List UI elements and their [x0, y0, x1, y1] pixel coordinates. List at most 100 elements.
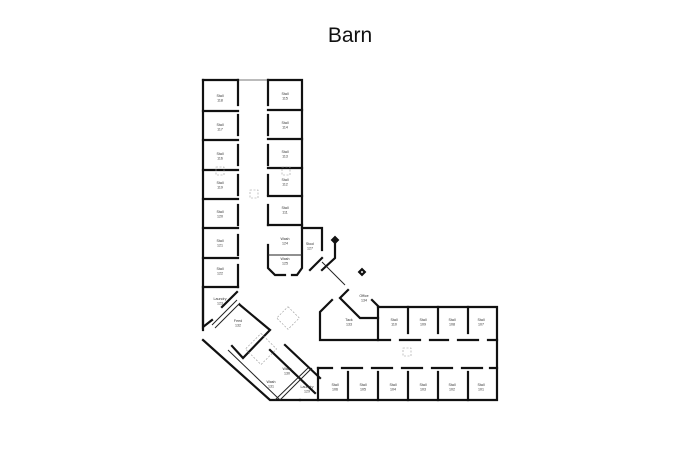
room-number: 113: [282, 155, 288, 159]
room-number: 106: [332, 388, 338, 392]
room-name: Stall: [217, 181, 224, 185]
room-name: Stall: [360, 383, 367, 387]
room-name: Stall: [217, 152, 224, 156]
room-number: 105: [360, 388, 366, 392]
room-number: 131: [268, 385, 274, 389]
room-name: Wash: [280, 257, 289, 261]
room-number: 123: [217, 302, 223, 306]
room-name: Stall: [390, 383, 397, 387]
room-name: Stall: [217, 210, 224, 214]
room-name: Wash: [266, 380, 275, 384]
room-number: 127: [307, 247, 313, 251]
room-number: 112: [282, 183, 288, 187]
room-name: Stall: [391, 318, 398, 322]
room-name: Laundry: [301, 385, 314, 389]
room-name: Stool: [306, 242, 314, 246]
room-number: 133: [346, 323, 352, 327]
room-name: Stall: [282, 92, 289, 96]
walls: [201, 78, 499, 402]
room-name: Stall: [449, 383, 456, 387]
room-number: 119: [217, 186, 223, 190]
room-number: 130: [284, 372, 290, 376]
room-name: Stall: [217, 267, 224, 271]
room-name: Stall: [449, 318, 456, 322]
room-name: Stall: [478, 318, 485, 322]
room-number: 120: [217, 215, 223, 219]
room-name: Stall: [217, 239, 224, 243]
room-number: 125: [282, 262, 288, 266]
room-name: Stall: [420, 318, 427, 322]
room-number: 132: [235, 324, 241, 328]
room-name: Stall: [217, 123, 224, 127]
room-number: 117: [217, 128, 223, 132]
room-name: Stall: [478, 383, 485, 387]
room-number: 102: [449, 388, 455, 392]
room-number: 118: [217, 99, 223, 103]
room-name: Stall: [282, 178, 289, 182]
room-number: 124: [282, 242, 288, 246]
room-number: 107: [478, 323, 484, 327]
room-number: 111: [282, 211, 287, 215]
room-number: 104: [390, 388, 396, 392]
room-number: 108: [449, 323, 455, 327]
room-number: 116: [217, 157, 223, 161]
room-number: 101: [478, 388, 484, 392]
room-number: 110: [391, 323, 397, 327]
room-number: 129: [304, 390, 310, 394]
room-number: 134: [361, 299, 367, 303]
plan-title: Barn: [327, 24, 373, 47]
room-name: Wash: [280, 237, 289, 241]
room-name: Office: [359, 294, 368, 298]
room-number: 109: [420, 323, 426, 327]
room-name: Stall: [217, 94, 224, 98]
room-number: 115: [282, 97, 288, 101]
room-name: Stall: [282, 206, 289, 210]
room-number: 114: [282, 126, 288, 130]
room-name: Feed: [234, 319, 242, 323]
fixtures: [215, 166, 412, 365]
room-name: Stall: [282, 121, 289, 125]
room-name: Laundry: [214, 297, 227, 301]
room-name: Stall: [282, 150, 289, 154]
room-name: Tack: [345, 318, 353, 322]
room-number: 122: [217, 272, 223, 276]
room-number: 121: [217, 244, 223, 248]
room-name: Wash: [282, 367, 291, 371]
room-number: 103: [420, 388, 426, 392]
room-labels: Stall118Stall117Stall116Stall119Stall120…: [214, 92, 485, 394]
room-name: Stall: [420, 383, 427, 387]
